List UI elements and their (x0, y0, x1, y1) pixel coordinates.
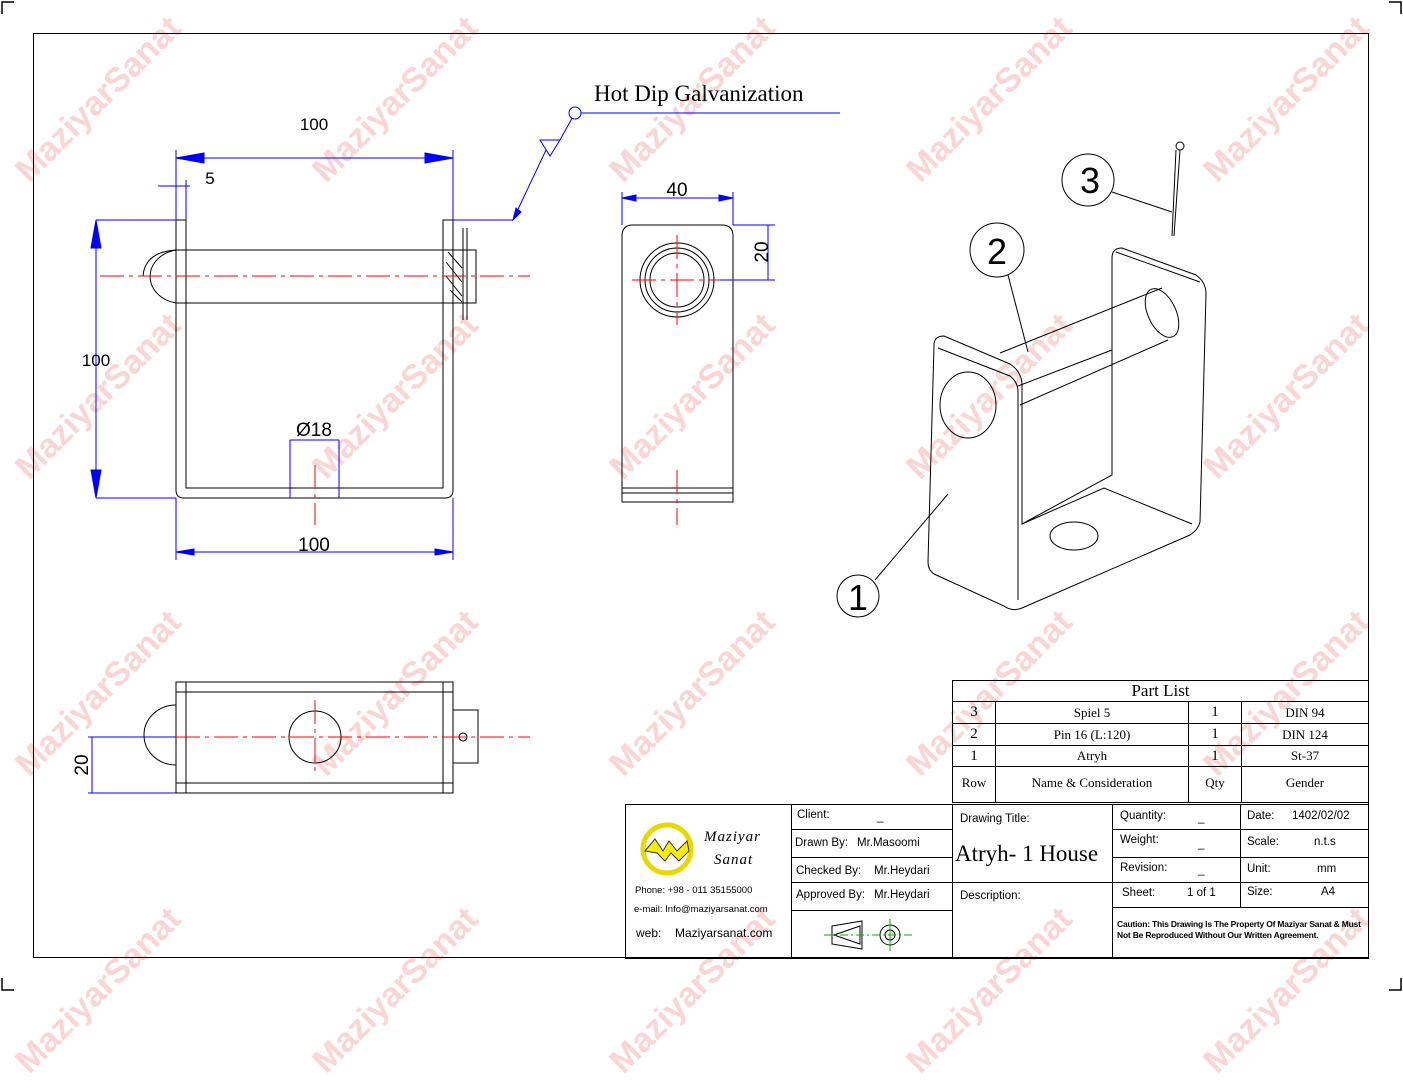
part-name: Pin 16 (L:120) (995, 723, 1189, 746)
scale-label: Scale: (1247, 836, 1279, 848)
dim-front-height: 100 (82, 351, 110, 370)
surface-note: Hot Dip Galvanization (594, 81, 804, 106)
client-label: Client: (797, 809, 830, 821)
part-gender: DIN 124 (1241, 723, 1369, 746)
isometric-view (927, 141, 1207, 611)
projection-symbol-cell (791, 910, 953, 959)
approved-by-value: Mr.Heydari (874, 889, 930, 901)
part-gender: DIN 94 (1241, 701, 1369, 724)
header-row: Row (952, 766, 996, 803)
drawing-title-cell: Drawing Title: Atryh- 1 House (952, 804, 1113, 883)
part-list-title: Part List (952, 680, 1369, 702)
scale-cell: Scale: n.t.s (1240, 829, 1369, 858)
balloons (836, 153, 1173, 618)
client-cell: Client: _ (791, 804, 953, 830)
unit-label: Unit: (1247, 863, 1271, 875)
date-value: 1402/02/02 (1292, 810, 1350, 822)
company-web: Maziyarsanat.com (675, 926, 773, 940)
drawing-title: Atryh- 1 House (955, 841, 1099, 866)
part-name: Spiel 5 (995, 701, 1189, 724)
size-cell: Size: A4 (1240, 882, 1369, 908)
quantity-value: _ (1198, 812, 1205, 824)
approved-by-cell: Approved By: Mr.Heydari (791, 882, 953, 911)
front-centerlines (100, 275, 530, 525)
bottom-dimensions (88, 736, 176, 794)
company-name-line2: Sanat (714, 852, 754, 868)
weight-cell: Weight: _ (1112, 829, 1241, 858)
dim-hole-dia: Ø18 (296, 420, 332, 441)
size-value: A4 (1321, 886, 1336, 898)
date-label: Date: (1247, 810, 1275, 822)
quantity-cell: Quantity: _ (1112, 804, 1241, 830)
part-qty: 1 (1188, 723, 1242, 746)
header-name: Name & Consideration (995, 766, 1189, 803)
weight-value: _ (1198, 838, 1205, 850)
sheet-value: 1 of 1 (1187, 887, 1216, 899)
checked-by-label: Checked By: (796, 865, 862, 877)
part-row-number: 2 (952, 723, 996, 746)
balloon-3: 3 (1080, 160, 1100, 201)
front-dimensions (90, 106, 840, 560)
scale-value: n.t.s (1314, 836, 1336, 848)
size-label: Size: (1247, 886, 1273, 898)
dim-front-width-top: 100 (300, 115, 328, 134)
unit-cell: Unit: mm (1240, 857, 1369, 883)
part-row-number: 1 (952, 745, 996, 767)
dim-plate-thickness: 5 (205, 169, 214, 188)
balloon-1: 1 (848, 577, 868, 618)
dim-side-hole-offset: 20 (752, 241, 773, 262)
bottom-centerline (100, 700, 530, 775)
side-centerlines (632, 235, 722, 525)
part-name: Atryh (995, 745, 1189, 767)
checked-by-value: Mr.Heydari (874, 865, 930, 877)
balloon-2: 2 (987, 231, 1007, 272)
company-email: e-mail: Info@maziyarsanat.com (634, 904, 768, 915)
approved-by-label: Approved By: (796, 889, 866, 901)
drawn-by-cell: Drawn By: Mr.Masoomi (791, 829, 953, 858)
description-cell: Description: (952, 882, 1113, 959)
company-phone: Phone: +98 - 011 35155000 (635, 885, 753, 896)
drawing-title-label: Drawing Title: (960, 813, 1030, 825)
part-row-number: 3 (952, 701, 996, 724)
unit-value: mm (1317, 863, 1337, 875)
header-qty: Qty (1188, 766, 1242, 803)
first-angle-projection-icon (824, 919, 914, 951)
caution-note: Caution: This Drawing Is The Property Of… (1112, 907, 1369, 959)
quantity-label: Quantity: (1120, 810, 1167, 822)
description-label: Description: (960, 890, 1021, 902)
drawn-by-label: Drawn By: (795, 837, 849, 849)
company-logo (640, 822, 694, 876)
sheet-label: Sheet: (1122, 887, 1156, 899)
dim-side-width: 40 (666, 180, 687, 201)
part-qty: 1 (1188, 701, 1242, 724)
company-name-line1: Maziyar (704, 829, 761, 845)
corner-marks (1, 1, 1402, 991)
date-cell: Date: 1402/02/02 (1240, 804, 1369, 830)
dim-front-width-bottom: 100 (298, 535, 330, 556)
side-dimensions (621, 192, 775, 281)
dim-bottom-height: 20 (72, 754, 93, 775)
revision-label: Revision: (1120, 862, 1168, 874)
cotter-pin (462, 228, 468, 320)
drawing-border (33, 33, 1369, 958)
header-gender: Gender (1241, 766, 1369, 803)
weight-label: Weight: (1120, 834, 1159, 846)
part-qty: 1 (1188, 745, 1242, 767)
client-value: _ (877, 811, 884, 823)
revision-cell: Revision: _ (1112, 857, 1241, 883)
part-gender: St-37 (1241, 745, 1369, 767)
company-info: Maziyar Sanat Phone: +98 - 011 35155000 … (625, 804, 792, 959)
front-view (142, 219, 477, 499)
drawing-canvas: 100 5 100 Ø18 100 Hot Dip Galvanization … (1, 1, 1402, 991)
sheet-cell: Sheet: 1 of 1 (1112, 882, 1241, 908)
checked-by-cell: Checked By: Mr.Heydari (791, 857, 953, 883)
drawn-by-value: Mr.Masoomi (857, 837, 920, 849)
web-label: web: (636, 926, 662, 940)
revision-value: _ (1198, 864, 1205, 876)
